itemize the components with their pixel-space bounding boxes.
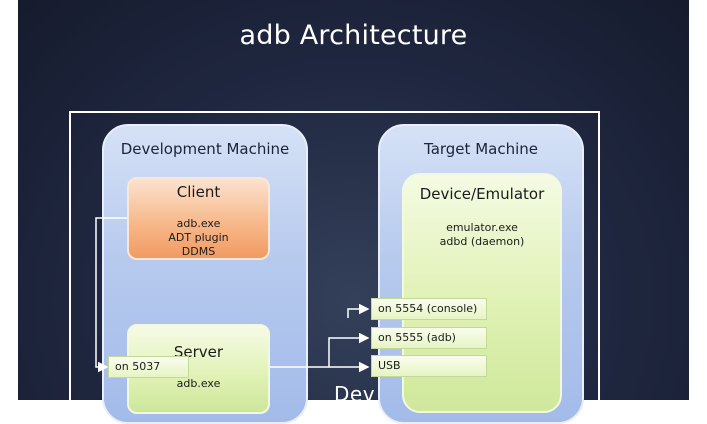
target-machine-label: Target Machine (424, 140, 538, 158)
port-5554-console: on 5554 (console) (371, 298, 487, 320)
client-title: Client (176, 183, 221, 201)
port-usb: USB (371, 355, 487, 377)
development-machine-label: Development Machine (120, 140, 290, 158)
client-to-server-connector (95, 217, 127, 373)
server-executable: adb.exe (176, 377, 221, 390)
client-item: DDMS (181, 245, 216, 258)
page-title: adb Architecture (239, 20, 468, 51)
device-item: emulator.exe (446, 221, 518, 234)
device-title: Device/Emulator (419, 185, 545, 203)
client-box: Client adb.exe ADT plugin DDMS (127, 177, 270, 260)
device-items: emulator.exe adbd (daemon) (404, 221, 560, 249)
client-items: adb.exe ADT plugin DDMS (129, 217, 268, 259)
client-item: adb.exe (176, 217, 221, 230)
server-port-5037: on 5037 (108, 356, 189, 378)
connector-lines (95, 217, 370, 373)
port-5555-adb: on 5555 (adb) (371, 327, 487, 349)
partial-caption: Dev (334, 382, 376, 406)
branch-to-5555-connector (328, 332, 370, 367)
branch-to-5554-connector (347, 303, 370, 318)
device-item: adbd (daemon) (439, 235, 525, 248)
client-item: ADT plugin (168, 231, 229, 244)
